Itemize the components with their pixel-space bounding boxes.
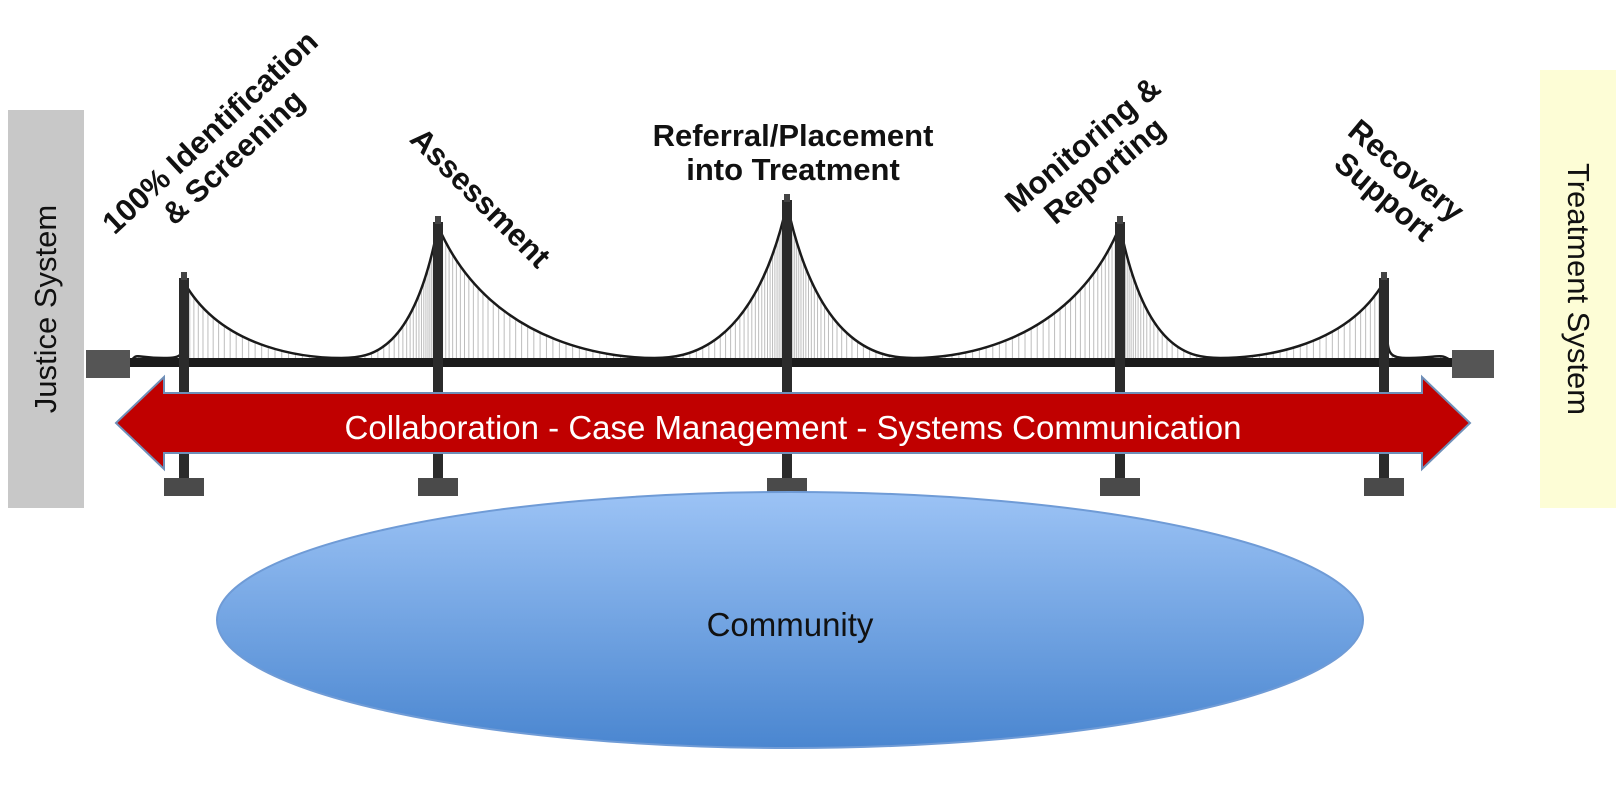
double-arrow-shape bbox=[114, 374, 1472, 472]
arrow-label: Collaboration - Case Management - System… bbox=[345, 409, 1242, 446]
tower-cap bbox=[1381, 272, 1387, 280]
main-cable bbox=[129, 281, 186, 363]
tower-pillar bbox=[1115, 222, 1125, 490]
community-shape bbox=[216, 491, 1364, 749]
justice-system-panel: Justice System bbox=[8, 110, 84, 508]
tower-pillar bbox=[1379, 278, 1389, 490]
main-cable bbox=[1382, 281, 1453, 363]
tower-footing bbox=[418, 478, 458, 496]
tower-pillar bbox=[179, 278, 189, 490]
tower-cap bbox=[1117, 216, 1123, 224]
treatment-system-panel: Treatment System bbox=[1540, 70, 1616, 508]
collaboration-arrow: Collaboration - Case Management - System… bbox=[114, 374, 1472, 472]
tower-cap bbox=[435, 216, 441, 224]
tower-pillar bbox=[433, 222, 443, 490]
left-abutment bbox=[86, 350, 130, 378]
community-label: Community bbox=[707, 606, 874, 643]
main-cable bbox=[436, 203, 789, 360]
tower-footing bbox=[1364, 478, 1404, 496]
tower-cap bbox=[181, 272, 187, 280]
main-cable bbox=[182, 225, 440, 360]
tower-pillar bbox=[782, 200, 792, 490]
tower-footing bbox=[1100, 478, 1140, 496]
tower-cap bbox=[784, 194, 790, 202]
right-abutment bbox=[1452, 350, 1494, 378]
tower-footing bbox=[164, 478, 204, 496]
main-cable bbox=[785, 203, 1122, 360]
community-ellipse: Community bbox=[216, 491, 1364, 749]
